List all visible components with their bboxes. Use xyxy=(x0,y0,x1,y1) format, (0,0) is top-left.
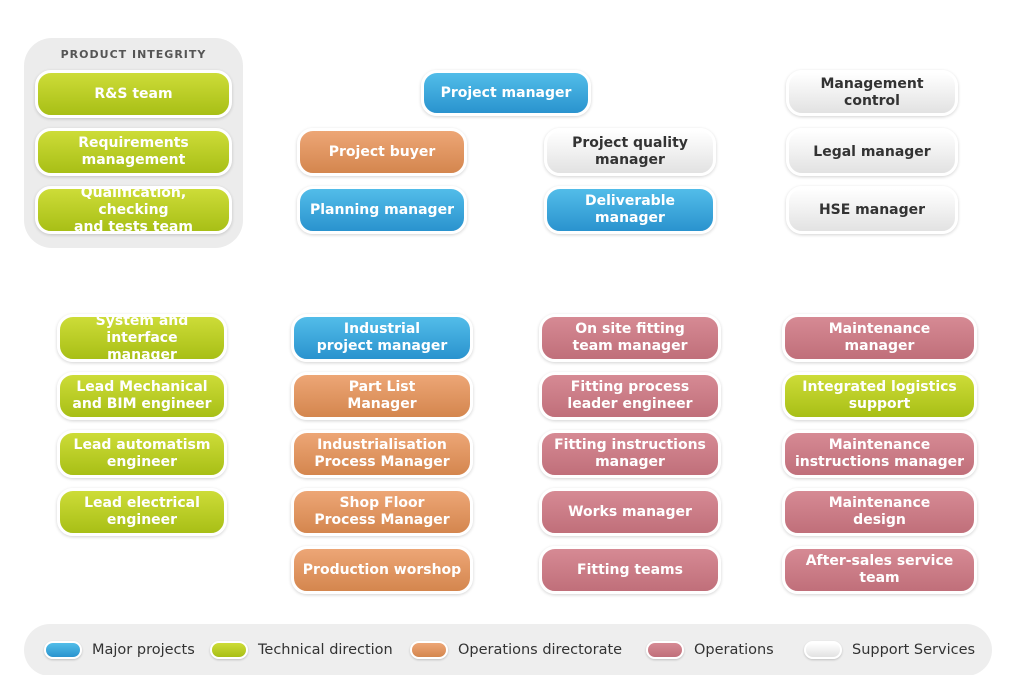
panel-title: PRODUCT INTEGRITY xyxy=(60,48,207,61)
node-project-quality-manager[interactable]: Project quality manager xyxy=(544,128,716,176)
node-requirements-management[interactable]: Requirements management xyxy=(35,128,232,176)
node-rs-team[interactable]: R&S team xyxy=(35,70,232,118)
node-fitting-teams[interactable]: Fitting teams xyxy=(539,546,721,594)
node-industrial-project-manager[interactable]: Industrial project manager xyxy=(291,314,473,362)
node-hse-manager[interactable]: HSE manager xyxy=(786,186,958,234)
node-after-sales-service-team[interactable]: After-sales service team xyxy=(782,546,977,594)
node-shop-floor-process-manager[interactable]: Shop Floor Process Manager xyxy=(291,488,473,536)
node-management-control[interactable]: Management control xyxy=(786,70,958,116)
node-legal-manager[interactable]: Legal manager xyxy=(786,128,958,176)
legend-swatch xyxy=(804,641,842,659)
legend-item-technical-direction: Technical direction xyxy=(210,624,393,675)
legend-label: Technical direction xyxy=(258,642,393,658)
legend-swatch xyxy=(410,641,448,659)
legend: Major projects Technical direction Opera… xyxy=(24,624,992,675)
node-lead-automatism[interactable]: Lead automatism engineer xyxy=(57,430,227,478)
legend-swatch xyxy=(44,641,82,659)
node-lead-electrical[interactable]: Lead electrical engineer xyxy=(57,488,227,536)
node-on-site-fitting-team-manager[interactable]: On site fitting team manager xyxy=(539,314,721,362)
legend-swatch xyxy=(646,641,684,659)
node-project-buyer[interactable]: Project buyer xyxy=(297,128,467,176)
node-maintenance-manager[interactable]: Maintenance manager xyxy=(782,314,977,362)
node-deliverable-manager[interactable]: Deliverable manager xyxy=(544,186,716,234)
node-fitting-process-leader[interactable]: Fitting process leader engineer xyxy=(539,372,721,420)
node-industrialisation-process-manager[interactable]: Industrialisation Process Manager xyxy=(291,430,473,478)
node-planning-manager[interactable]: Planning manager xyxy=(297,186,467,234)
node-integrated-logistics-support[interactable]: Integrated logistics support xyxy=(782,372,977,420)
legend-item-major-projects: Major projects xyxy=(44,624,195,675)
node-system-interface-manager[interactable]: System and interface manager xyxy=(57,313,227,363)
legend-label: Operations xyxy=(694,642,774,658)
node-maintenance-instructions-manager[interactable]: Maintenance instructions manager xyxy=(782,430,977,478)
legend-swatch xyxy=(210,641,248,659)
legend-item-operations-directorate: Operations directorate xyxy=(410,624,622,675)
legend-label: Operations directorate xyxy=(458,642,623,658)
legend-item-operations: Operations xyxy=(646,624,774,675)
node-fitting-instructions-manager[interactable]: Fitting instructions manager xyxy=(539,430,721,478)
node-part-list-manager[interactable]: Part List Manager xyxy=(291,372,473,420)
node-maintenance-design[interactable]: Maintenance design xyxy=(782,488,977,536)
node-production-workshop[interactable]: Production worshop xyxy=(291,546,473,594)
node-works-manager[interactable]: Works manager xyxy=(539,488,721,536)
legend-label: Major projects xyxy=(92,642,195,658)
node-qualification-tests[interactable]: Qualification, checking and tests team xyxy=(35,185,232,235)
node-lead-mechanical-bim[interactable]: Lead Mechanical and BIM engineer xyxy=(57,372,227,420)
legend-item-support-services: Support Services xyxy=(804,624,975,675)
legend-label: Support Services xyxy=(852,642,976,658)
node-project-manager[interactable]: Project manager xyxy=(421,70,591,116)
